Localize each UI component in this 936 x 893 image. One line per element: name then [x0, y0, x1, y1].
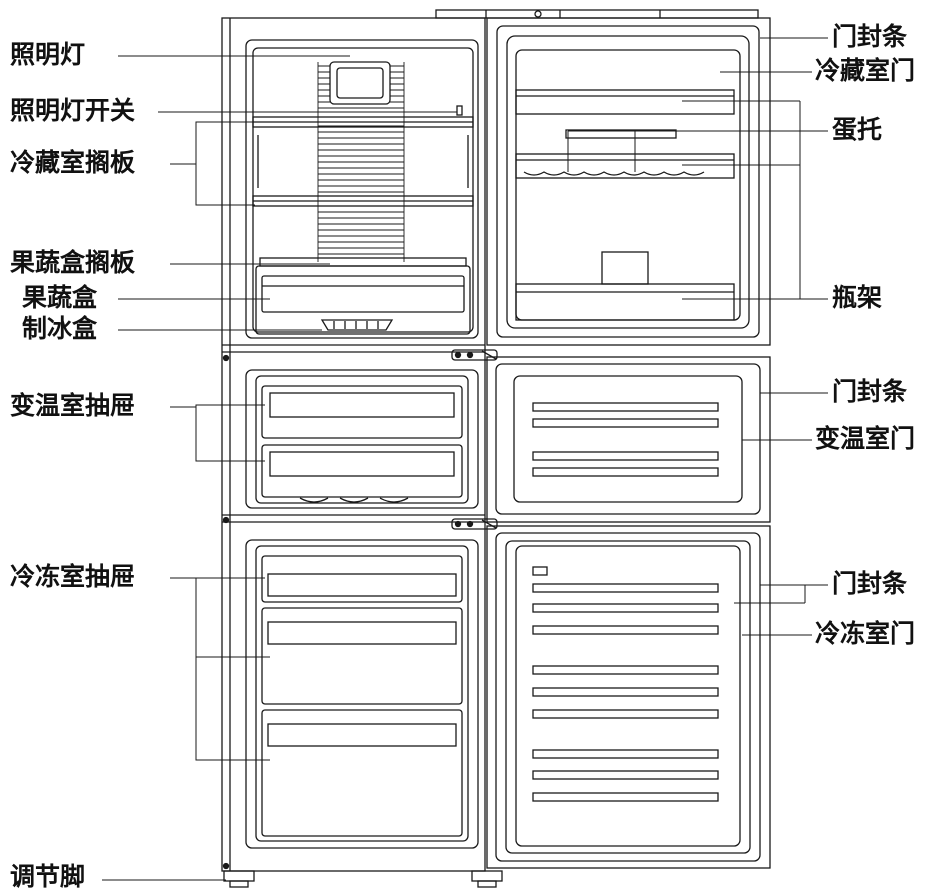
- label-freezer-drawer: 冷冻室抽屉: [10, 562, 136, 591]
- label-gasket-3: 门封条: [832, 569, 908, 598]
- light-switch: [456, 105, 463, 116]
- label-fridge-door: 冷藏室门: [815, 56, 916, 85]
- freezer-door: [486, 525, 771, 869]
- label-ice-box: 制冰盒: [22, 314, 98, 343]
- label-gasket-2: 门封条: [832, 377, 908, 406]
- label-freezer-door: 冷冻室门: [815, 619, 916, 648]
- label-bottle-rack: 瓶架: [832, 283, 883, 312]
- light-housing: [329, 61, 391, 105]
- label-lighting: 照明灯: [10, 40, 86, 69]
- fridge-compartment: [245, 39, 479, 339]
- label-feet: 调节脚: [10, 862, 86, 891]
- cabinet-body: [221, 17, 486, 872]
- crisper-drawer: [255, 265, 471, 335]
- adjustable-feet: [223, 870, 503, 888]
- label-variable-door: 变温室门: [815, 424, 916, 453]
- hinge-1: [451, 349, 498, 361]
- label-fridge-shelf: 冷藏室搁板: [10, 148, 136, 177]
- label-crisper: 果蔬盒: [22, 283, 98, 312]
- label-variable-drawer: 变温室抽屉: [10, 391, 136, 420]
- fridge-door: [486, 17, 771, 346]
- fridge-shelves: [252, 116, 474, 267]
- ice-box: [320, 319, 394, 331]
- hinge-2: [451, 518, 498, 530]
- leader-lines: [102, 37, 828, 881]
- freezer-compartment: [245, 539, 479, 849]
- variable-door: [486, 356, 771, 523]
- top-hinge-panel: [435, 9, 759, 19]
- label-egg-tray: 蛋托: [832, 115, 883, 144]
- label-gasket-1: 门封条: [832, 22, 908, 51]
- label-crisper-shelf: 果蔬盒搁板: [10, 248, 136, 277]
- variable-compartment: [245, 369, 479, 509]
- label-light-switch: 照明灯开关: [10, 96, 136, 125]
